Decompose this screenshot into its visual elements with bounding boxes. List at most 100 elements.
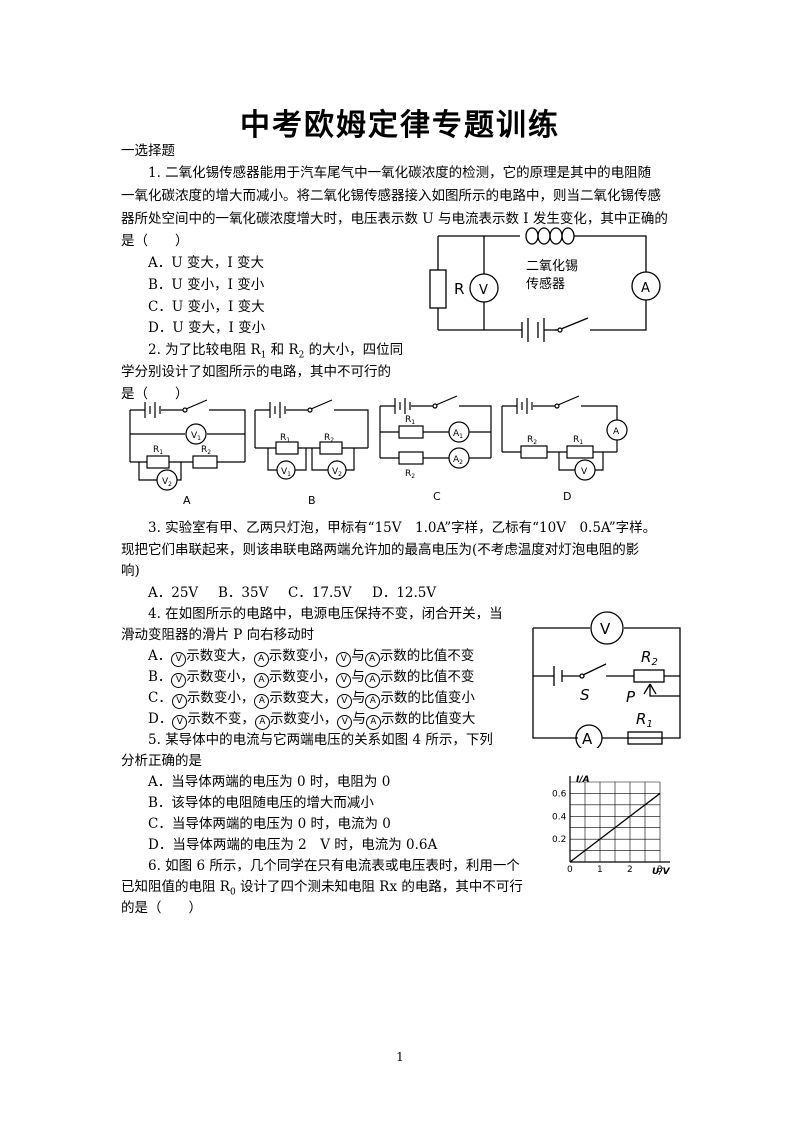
q6-line-3: 的是（ ）: [121, 900, 202, 916]
q4-r2-label: R2: [641, 648, 658, 668]
q1-line-1: 1. 二氧化锡传感器能用于汽车尾气中一氧化碳浓度的检测，它的原理是其中的电阻随: [148, 165, 652, 181]
voltmeter-icon: V: [172, 715, 188, 730]
q1-r-label: R: [454, 280, 464, 298]
voltmeter-icon: V: [171, 673, 187, 688]
q2d-r1-label: R1: [573, 435, 583, 446]
series-line: [569, 792, 661, 863]
voltmeter-icon: V: [336, 652, 352, 667]
q2-circuit-a: V1 V2 R1 R2 A: [129, 399, 246, 507]
ammeter-icon: A: [253, 673, 269, 688]
q6-line-1: 6. 如图 6 所示，几个同学在只有电流表或电压表时，利用一个: [148, 858, 520, 874]
q2-circuit-c: R1 R2 A1 A2 C: [379, 395, 492, 503]
q1-option-b: B．U 变小，I 变小: [148, 277, 265, 293]
q1-option-a: A．U 变大，I 变大: [148, 255, 265, 271]
q5-option-c: C．当导体两端的电压为 0 时，电流为 0: [148, 816, 391, 832]
x-axis-label: U/V: [652, 867, 671, 877]
q4-r1-label: R1: [636, 710, 653, 730]
q1-voltmeter-label: V: [479, 283, 488, 298]
ammeter-icon: A: [364, 652, 380, 667]
ammeter-icon: A: [254, 715, 270, 730]
q3-option-b: B．35V: [218, 585, 269, 601]
q1-option-c: C．U 变小，I 变大: [148, 299, 265, 315]
ammeter-icon: A: [254, 694, 270, 709]
q2a-v1-label: V1: [191, 431, 201, 442]
q2a-r1-label: R1: [153, 445, 163, 456]
q1-line-3: 器所处空间中的一氧化碳浓度增大时，电压表示数 U 与电流表示数 I 发生变化，其…: [121, 211, 668, 227]
q3-line-1: 3. 实验室有甲、乙两只灯泡，甲标有“15V 1.0A”字样，乙标有“10V 0…: [148, 520, 657, 536]
q4-switch-label: S: [580, 686, 590, 704]
q4-slider-label: P: [626, 688, 636, 706]
q6-line-2: 已知阻值的电阻 R0 设计了四个测未知电阻 Rx 的电路，其中不可行: [121, 879, 523, 898]
q4-voltmeter-label: V: [600, 620, 611, 638]
q2d-v-label: V: [581, 467, 588, 477]
q2b-r1-label: R1: [280, 433, 290, 444]
q1-ammeter-label: A: [641, 281, 650, 296]
q4-line-1: 4. 在如图所示的电路中，电源电压保持不变，闭合开关，当: [148, 606, 503, 622]
y-tick-label: 0.2: [552, 835, 566, 845]
q5-line-2: 分析正确的是: [121, 753, 202, 769]
ammeter-icon: A: [365, 715, 381, 730]
q2b-v1-label: V1: [281, 467, 291, 478]
q5-line-1: 5. 某导体中的电流与它两端电压的关系如图 4 所示，下列: [148, 732, 493, 748]
iu-graph: I/A U/V 0.6 0.4 0.2 0 1 2 3: [552, 775, 671, 877]
voltmeter-icon: V: [171, 652, 187, 667]
q2-circuit-b: R1 R2 V1 V2 B: [254, 399, 369, 507]
q2d-r2-label: R2: [527, 435, 537, 446]
q2b-caption: B: [308, 494, 316, 507]
x-tick-label: 3: [657, 865, 663, 875]
q1-circuit-diagram: R V A 二氧化锡 传感器: [429, 227, 661, 342]
q2c-r1-label: R1: [405, 415, 415, 426]
x-tick-label: 0: [567, 865, 573, 875]
q3-line-2: 现把它们串联起来，则该串联电路两端允许加的最高电压为(不考虑温度对灯泡电阻的影: [121, 542, 640, 558]
ammeter-icon: A: [253, 652, 269, 667]
q2a-caption: A: [183, 494, 191, 507]
q2d-caption: D: [563, 490, 571, 503]
q5-option-d: D．当导体两端的电压为 2 V 时，电流为 0.6A: [148, 837, 438, 853]
q3-option-c: C．17.5V: [288, 585, 352, 601]
q1-option-d: D．U 变大，I 变小: [148, 320, 266, 336]
voltmeter-icon: V: [336, 673, 352, 688]
q3-option-a: A．25V: [148, 585, 199, 601]
q2c-r2-label: R2: [405, 469, 415, 480]
q3-option-d: D．12.5V: [372, 585, 437, 601]
q1-sensor-label-2: 传感器: [526, 276, 565, 292]
voltmeter-icon: V: [337, 715, 353, 730]
q5-option-b: B．该导体的电阻随电压的增大而减小: [148, 795, 374, 811]
y-tick-label: 0.4: [552, 812, 567, 822]
q2a-r2-label: R2: [201, 445, 211, 456]
page-number: 1: [396, 1050, 404, 1064]
y-axis-label: I/A: [576, 775, 590, 785]
q2-line-3: 是（ ）: [121, 386, 189, 402]
voltmeter-icon: V: [336, 694, 352, 709]
x-tick-label: 2: [627, 865, 633, 875]
ammeter-icon: A: [365, 694, 381, 709]
q4-ammeter-label: A: [582, 730, 593, 748]
q1-sensor-label-1: 二氧化锡: [526, 259, 578, 274]
q1-line-2: 一氧化碳浓度的增大而减小。将二氧化锡传感器接入如图所示的电路中，则当二氧化锡传感: [121, 188, 661, 204]
q4-line-2: 滑动变阻器的滑片 P 向右移动时: [121, 627, 315, 643]
q2c-caption: C: [433, 490, 441, 503]
q1-line-4: 是（ ）: [121, 233, 189, 249]
q3-line-3: 响): [121, 563, 140, 579]
q2c-a1-label: A1: [453, 429, 463, 440]
q2b-v2-label: V2: [332, 467, 342, 478]
ammeter-icon: A: [364, 673, 380, 688]
q2-circuit-d: R2 R1 A V D: [501, 395, 628, 503]
q2-line-2: 学分别设计了如图所示的电路，其中不可行的: [121, 364, 391, 380]
q2c-a2-label: A2: [453, 455, 463, 466]
x-tick-label: 1: [597, 865, 603, 875]
q2d-a-label: A: [613, 427, 620, 437]
q5-option-a: A．当导体两端的电压为 0 时，电阻为 0: [148, 774, 391, 790]
graph-grid: [570, 781, 661, 862]
section-heading: 一选择题: [121, 143, 175, 159]
q2-line-1: 2. 为了比较电阻 R1 和 R2 的大小，四位同: [148, 342, 404, 361]
q2a-v2-label: V2: [162, 477, 172, 488]
voltmeter-icon: V: [171, 694, 187, 709]
page-title: 中考欧姆定律专题训练: [240, 108, 560, 143]
q4-circuit-diagram: V A R2 R1 S P: [532, 611, 681, 748]
y-tick-label: 0.6: [552, 789, 567, 799]
